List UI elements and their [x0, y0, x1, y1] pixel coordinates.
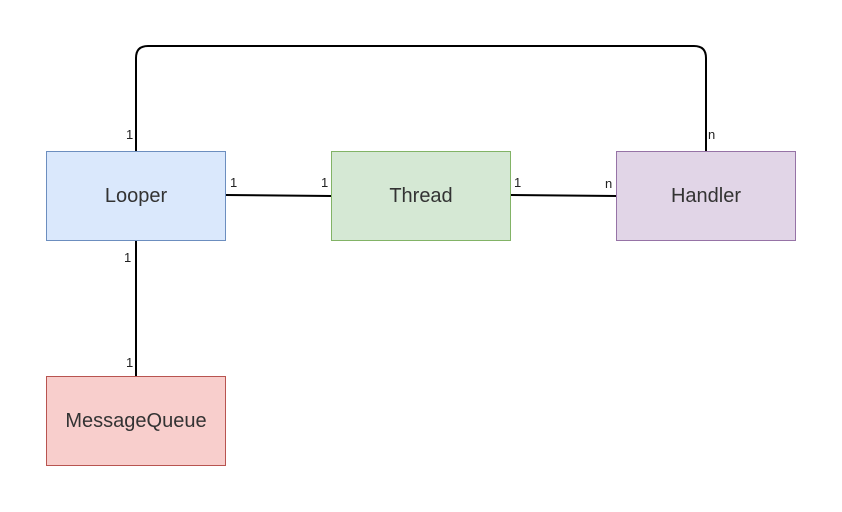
mult-looper-messagequeue-source: 1	[124, 250, 132, 265]
thread-node[interactable]: Thread	[331, 151, 511, 241]
mult-thread-handler-source: 1	[514, 175, 522, 190]
mult-looper-thread-target: 1	[321, 175, 329, 190]
mult-looper-messagequeue-target: 1	[126, 355, 134, 370]
mult-thread-handler-target: n	[605, 176, 613, 191]
edge-looper-handler	[135, 45, 707, 151]
edge-thread-handler	[510, 194, 617, 197]
handler-label: Handler	[670, 184, 742, 207]
messagequeue-node[interactable]: MessageQueue	[46, 376, 226, 466]
looper-node[interactable]: Looper	[46, 151, 226, 241]
thread-label: Thread	[389, 184, 453, 207]
handler-node[interactable]: Handler	[616, 151, 796, 241]
edge-looper-thread	[225, 194, 332, 197]
mult-looper-handler-source: 1	[126, 127, 134, 142]
looper-label: Looper	[104, 184, 168, 207]
messagequeue-label: MessageQueue	[65, 409, 207, 432]
mult-looper-handler-target: n	[708, 127, 716, 142]
mult-looper-thread-source: 1	[230, 175, 238, 190]
